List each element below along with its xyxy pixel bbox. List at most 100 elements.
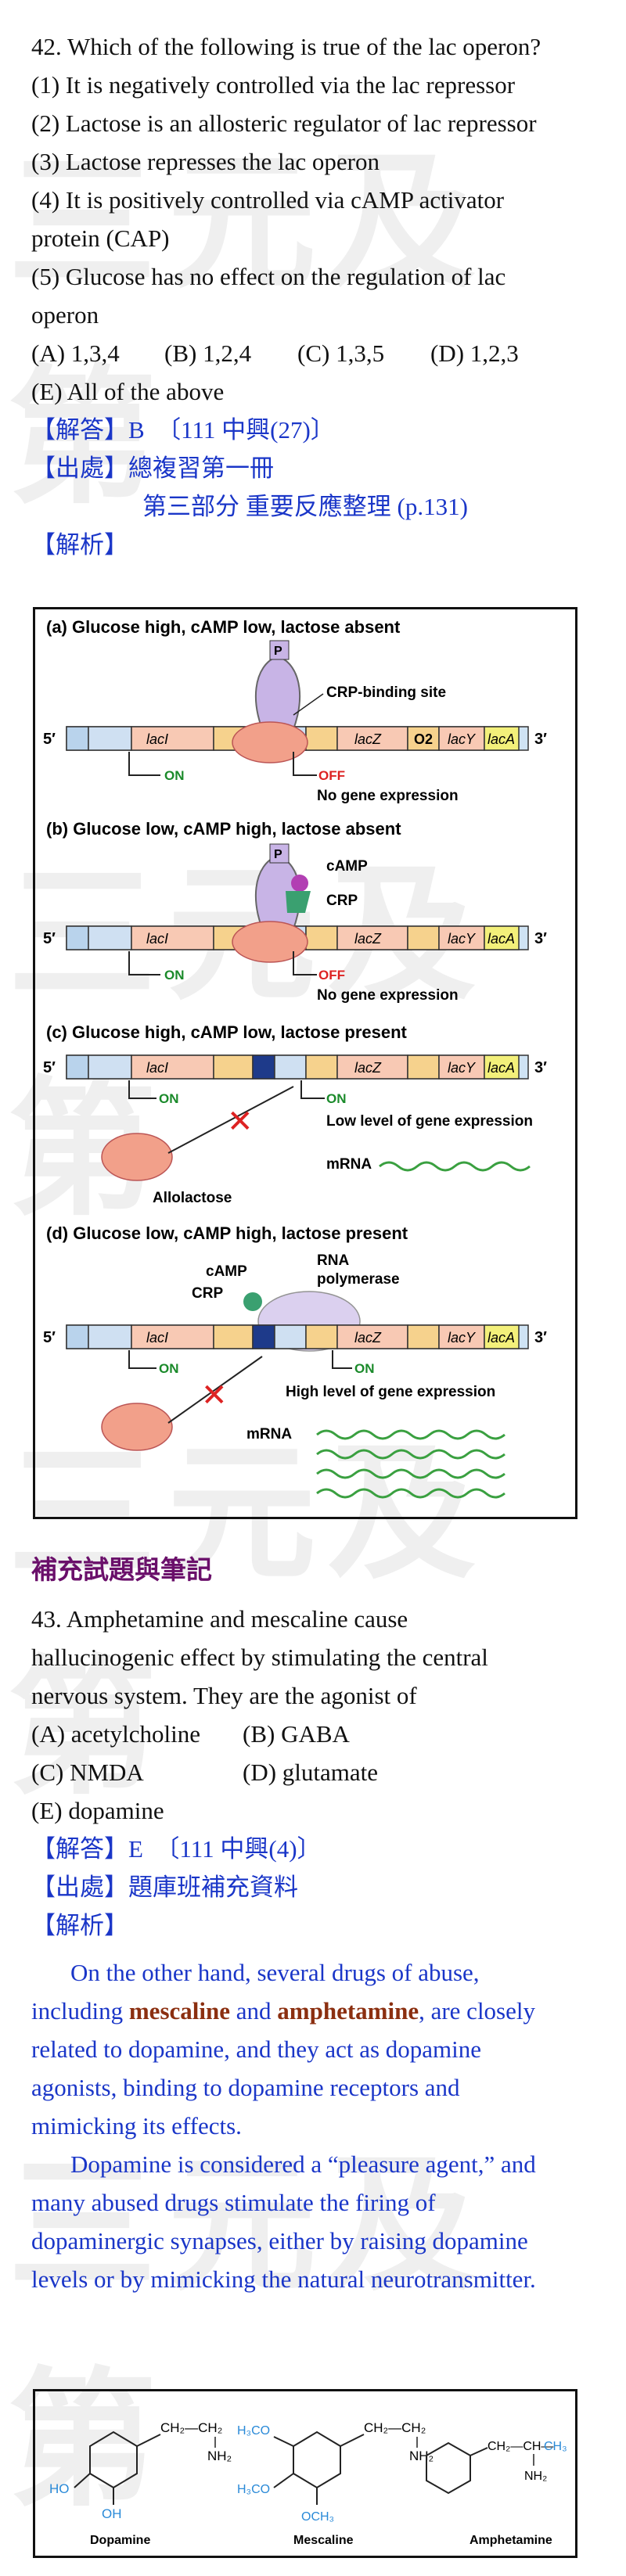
panel-b-lacZ: lacZ [354, 931, 382, 947]
expl-p2-line3: dopaminergic synapses, either by raising… [31, 2227, 528, 2254]
q42-statement-5: (5) Glucose has no effect on the regulat… [31, 263, 506, 290]
panel-c-on-2: ON [326, 1091, 347, 1106]
q42-option-d: (D) 1,2,3 [430, 340, 519, 367]
panel-c-allolactose: Allolactose [153, 1190, 232, 1206]
q43-option-a: (A) acetylcholine [31, 1720, 201, 1748]
q42-option-a: (A) 1,3,4 [31, 340, 120, 367]
q43-stem-1: 43. Amphetamine and mescaline cause [31, 1605, 408, 1633]
mescaline-label: Mescaline [293, 2534, 354, 2547]
panel-b-3prime: 3′ [534, 930, 547, 947]
panel-d-on-1: ON [159, 1361, 179, 1376]
panel-b-no-expression: No gene expression [317, 987, 459, 1004]
expl-p1-line3: related to dopamine, and they act as dop… [31, 2035, 482, 2063]
panel-d-rna: RNA [317, 1252, 349, 1269]
q42-statement-2: (2) Lactose is an allosteric regulator o… [31, 110, 537, 137]
panel-d-5prime: 5′ [43, 1329, 56, 1346]
q43-stem-2: hallucinogenic effect by stimulating the… [31, 1644, 488, 1671]
panel-b-5prime: 5′ [43, 930, 56, 947]
panel-a-lacY: lacY [448, 731, 477, 747]
panel-a-O2: O2 [414, 731, 433, 747]
q43-explain-label: 【解析】 [31, 1912, 128, 1939]
q42-statement-1: (1) It is negatively controlled via the … [31, 71, 516, 99]
panel-b-lacA: lacA [487, 931, 515, 947]
expl-p1-line2: including mescaline and amphetamine, are… [31, 1997, 535, 2025]
q42-option-b: (B) 1,2,4 [164, 340, 252, 367]
q42-statement-5-cont: operon [31, 301, 99, 329]
panel-c-lacA: lacA [487, 1060, 515, 1076]
mescaline-och3: OCH₃ [301, 2510, 334, 2524]
mescaline-h3co-top: H₃CO [237, 2424, 270, 2438]
amphetamine-term: amphetamine [277, 1997, 419, 2025]
amphetamine-ch3: CH₃ [544, 2440, 567, 2453]
panel-c-lacZ: lacZ [354, 1060, 382, 1076]
panel-d-lacZ: lacZ [354, 1330, 382, 1345]
expl-p1-line5: mimicking its effects. [31, 2112, 242, 2139]
dopamine-chain: CH₂—CH₂ [160, 2420, 222, 2435]
section-heading: 補充試題與筆記 [31, 1557, 212, 1585]
panel-c-lacY: lacY [448, 1060, 477, 1076]
panel-b-p-label: P [274, 848, 282, 861]
q42-statement-3: (3) Lactose represses the lac operon [31, 148, 380, 175]
dopamine-label: Dopamine [90, 2534, 150, 2547]
panel-c-mrna: mRNA [326, 1156, 372, 1173]
panel-a-p-label: P [274, 645, 282, 658]
mescaline-term: mescaline [128, 1997, 230, 2025]
q43-option-e: (E) dopamine [31, 1797, 164, 1824]
panel-a-title: (a) Glucose high, cAMP low, lactose abse… [46, 617, 401, 637]
mescaline-h3co-mid: H₃CO [237, 2483, 270, 2496]
panel-a-on: ON [164, 768, 185, 783]
expl-p2-line1: Dopamine is considered a “pleasure agent… [70, 2150, 536, 2178]
panel-c-3prime: 3′ [534, 1059, 547, 1076]
panel-b-off: OFF [318, 968, 345, 983]
dopamine-nh2: NH₂ [207, 2448, 232, 2463]
mescaline-nh2: NH₂ [409, 2448, 434, 2463]
panel-d-lacY: lacY [448, 1330, 477, 1345]
q43-answer: 【解答】E 〔111 中興(4)〕 [31, 1835, 322, 1863]
panel-a-no-expression: No gene expression [317, 788, 459, 804]
panel-a-lacZ: lacZ [354, 731, 382, 747]
q42-statement-4: (4) It is positively controlled via cAMP… [31, 186, 505, 214]
panel-a-crp-site: CRP-binding site [326, 684, 446, 701]
structures-figure: CH₂—CH₂ NH₂ HO OH Dopamine CH₂—CH₂ NH₂ H… [33, 2389, 577, 2558]
panel-b-lacY: lacY [448, 931, 477, 947]
panel-d-crp: CRP [192, 1285, 223, 1302]
panel-b-lacI: lacI [146, 931, 168, 947]
expl-p1-line1: On the other hand, several drugs of abus… [70, 1959, 480, 1986]
q43-option-b: (B) GABA [243, 1720, 350, 1748]
panel-d-title: (d) Glucose low, cAMP high, lactose pres… [46, 1223, 408, 1243]
panel-a-3prime: 3′ [534, 731, 547, 748]
panel-d-high-expression: High level of gene expression [286, 1384, 495, 1400]
panel-b-crp: CRP [326, 893, 358, 909]
panel-d-3prime: 3′ [534, 1329, 547, 1346]
q42-source: 【出處】總複習第一冊 [31, 454, 274, 482]
q43-source: 【出處】題庫班補充資料 [31, 1874, 298, 1901]
panel-d-polymerase: polymerase [317, 1271, 400, 1288]
panel-a-5prime: 5′ [43, 731, 56, 748]
panel-a-lacI: lacI [146, 731, 168, 747]
dopamine-ho: HO [49, 2481, 70, 2496]
panel-d-lacA: lacA [487, 1330, 515, 1345]
panel-b-title: (b) Glucose low, cAMP high, lactose abse… [46, 819, 401, 839]
expl-p2-line4: levels or by mimicking the natural neuro… [31, 2265, 536, 2293]
q43-option-d: (D) glutamate [243, 1759, 379, 1786]
amphetamine-nh2: NH₂ [524, 2470, 547, 2483]
panel-b-on: ON [164, 968, 185, 983]
panel-c-low-expression: Low level of gene expression [326, 1113, 533, 1130]
panel-d-mrna: mRNA [246, 1426, 292, 1442]
q43-option-c: (C) NMDA [31, 1759, 144, 1786]
panel-c-title: (c) Glucose high, cAMP low, lactose pres… [46, 1022, 408, 1042]
q42-stem: 42. Which of the following is true of th… [31, 33, 541, 60]
q42-explain-label: 【解析】 [31, 531, 128, 559]
amphetamine-label: Amphetamine [470, 2534, 552, 2547]
panel-d-on-2: ON [354, 1361, 375, 1376]
q42-option-e: (E) All of the above [31, 378, 225, 405]
panel-d-lacI: lacI [146, 1330, 168, 1345]
panel-a-off: OFF [318, 768, 345, 783]
panel-a-lacA: lacA [487, 731, 515, 747]
q42-statement-4-cont: protein (CAP) [31, 225, 170, 252]
q42-answer: 【解答】B 〔111 中興(27)〕 [31, 416, 335, 444]
panel-b-camp: cAMP [326, 858, 368, 875]
panel-c-on-1: ON [159, 1091, 179, 1106]
mescaline-chain: CH₂—CH₂ [364, 2420, 426, 2435]
expl-p2-line2: many abused drugs stimulate the firing o… [31, 2189, 436, 2216]
